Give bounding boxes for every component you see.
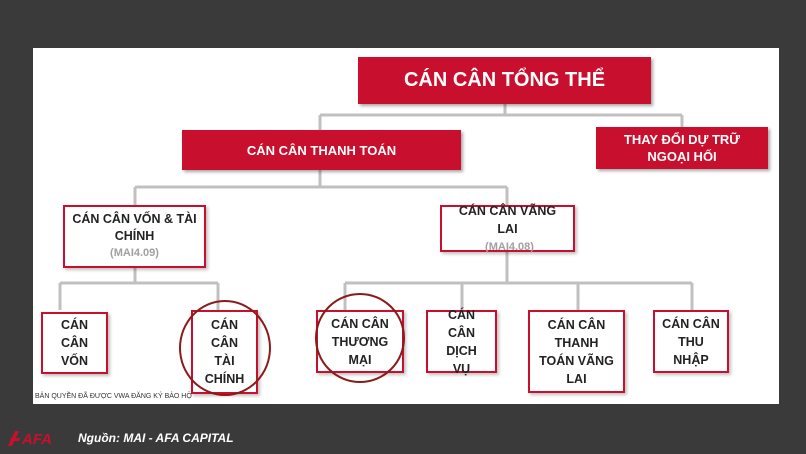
capital-account-node: CÁN CÂN VỐN bbox=[41, 312, 108, 374]
current-node: CÁN CÂN VÃNG LAI (MAI4.08) bbox=[440, 203, 575, 253]
transfers-node: CÁN CÂN THANH TOÁN VÃNG LAI bbox=[528, 310, 625, 393]
capital-label: CÁN CÂN VỐN & TÀI CHÍNH bbox=[72, 212, 197, 243]
capital-node: CÁN CÂN VỐN & TÀI CHÍNH (MAI4.09) bbox=[63, 205, 206, 268]
payments-node: CÁN CÂN THANH TOÁN bbox=[182, 130, 461, 170]
root-label: CÁN CÂN TỔNG THỂ bbox=[403, 69, 606, 91]
current-code: (MAI4.08) bbox=[485, 240, 534, 253]
capital-code: (MAI4.09) bbox=[110, 247, 159, 259]
source-label: Nguồn: MAI - AFA CAPITAL bbox=[78, 431, 234, 445]
payments-label: CÁN CÂN THANH TOÁN bbox=[246, 142, 397, 158]
services-node: CÁN CÂN DỊCH VỤ bbox=[426, 308, 497, 376]
income-node: CÁN CÂN THU NHẬP bbox=[653, 310, 729, 373]
transfers-label: CÁN CÂN THANH TOÁN VÃNG LAI bbox=[539, 317, 614, 386]
current-label: CÁN CÂN VÃNG LAI bbox=[458, 203, 557, 236]
reserves-node: THAY ĐỔI DỰ TRỮ NGOẠI HỐI bbox=[596, 127, 768, 169]
services-label: CÁN CÂN DỊCH VỤ bbox=[446, 307, 477, 376]
logo-text: AFA bbox=[21, 431, 52, 448]
copyright-note: BẢN QUYỀN ĐÃ ĐƯỢC VWA ĐĂNG KÝ BẢO HỘ bbox=[35, 393, 192, 400]
root-node: CÁN CÂN TỔNG THỂ bbox=[358, 57, 651, 104]
highlight-circle-financial bbox=[179, 300, 271, 396]
capital-account-label: CÁN CÂN VỐN bbox=[60, 318, 89, 368]
afa-logo-icon: AFA bbox=[8, 431, 52, 448]
reserves-label: THAY ĐỔI DỰ TRỮ NGOẠI HỐI bbox=[623, 132, 741, 164]
income-label: CÁN CÂN THU NHẬP bbox=[662, 316, 720, 367]
highlight-circle-trade bbox=[315, 293, 405, 383]
afa-logo: AFA bbox=[6, 428, 64, 448]
